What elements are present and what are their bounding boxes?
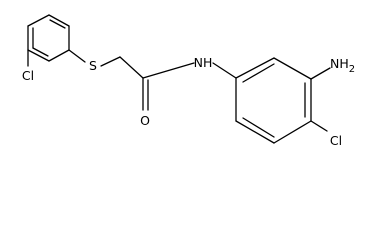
oxygen-atom-label: O	[140, 113, 150, 128]
bond	[27, 49, 50, 62]
double-bond-inner	[49, 19, 66, 29]
bond-c-nh	[142, 62, 195, 79]
double-bond-inner	[242, 117, 275, 138]
bond	[48, 14, 70, 27]
amino-group-label: NH2	[330, 56, 355, 75]
amide-nh-label: NH	[194, 55, 213, 70]
bond-c-nh2	[310, 67, 331, 80]
bond	[235, 57, 275, 79]
chlorine-left-label: Cl	[22, 68, 34, 83]
bond	[235, 120, 275, 144]
sulfur-atom-label: S	[89, 58, 97, 73]
structure-diagram: S O NH Cl NH2 Cl	[22, 14, 355, 148]
bond-c-cl-right	[310, 120, 328, 132]
amino-nh-text: NH	[330, 56, 349, 71]
bond	[273, 120, 312, 144]
double-bond-inner	[242, 63, 275, 83]
left-benzene-ring	[27, 14, 70, 62]
bond-nh-ring	[212, 62, 237, 79]
chlorine-right-label: Cl	[330, 133, 342, 148]
bond-ring-s	[68, 49, 86, 63]
bond	[27, 14, 50, 27]
bond-ch2-c	[119, 56, 144, 79]
bond	[48, 49, 70, 62]
right-benzene-ring	[235, 57, 312, 144]
double-bond-inner	[32, 47, 49, 57]
bond	[273, 57, 312, 80]
amino-subscript: 2	[349, 64, 355, 75]
bond-s-ch2	[100, 56, 121, 67]
